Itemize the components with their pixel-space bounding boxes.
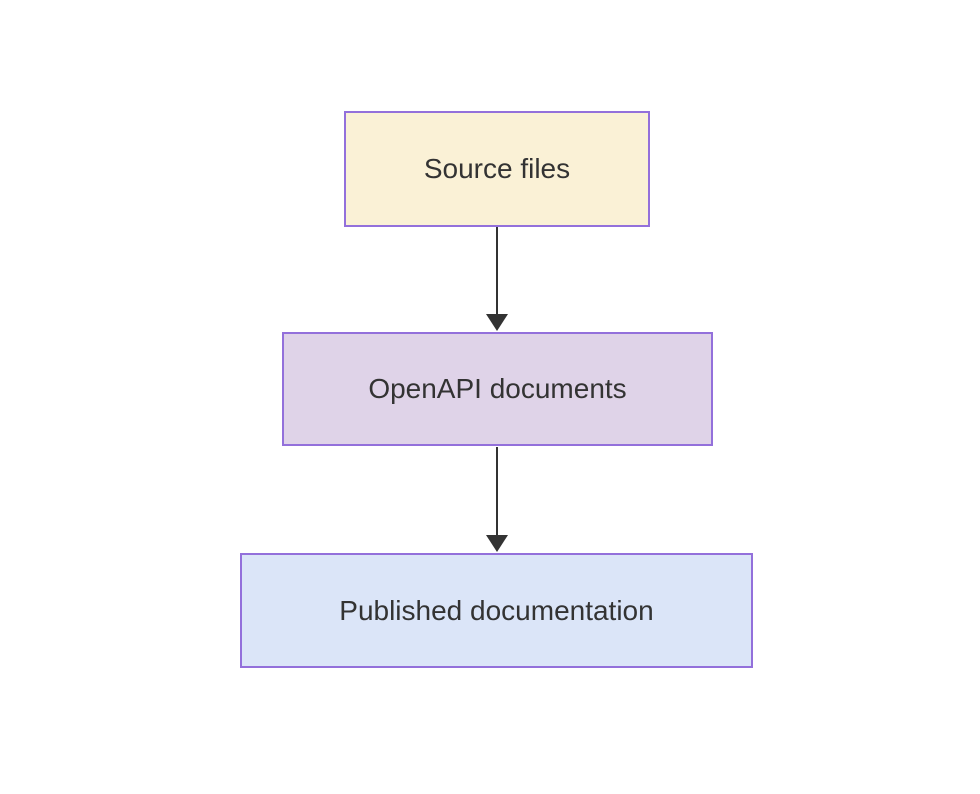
arrowhead-down-icon: [486, 314, 508, 331]
node-label-published-documentation: Published documentation: [339, 594, 654, 626]
node-label-openapi-documents: OpenAPI documents: [368, 373, 627, 405]
arrowhead-down-icon: [486, 535, 508, 552]
node-published-documentation: Published documentation: [240, 553, 753, 668]
node-source-files: Source files: [344, 111, 650, 227]
node-label-source-files: Source files: [423, 153, 571, 185]
edge-source-to-openapi: [486, 227, 508, 331]
edge-openapi-to-published: [486, 447, 508, 552]
node-openapi-documents: OpenAPI documents: [282, 332, 713, 446]
